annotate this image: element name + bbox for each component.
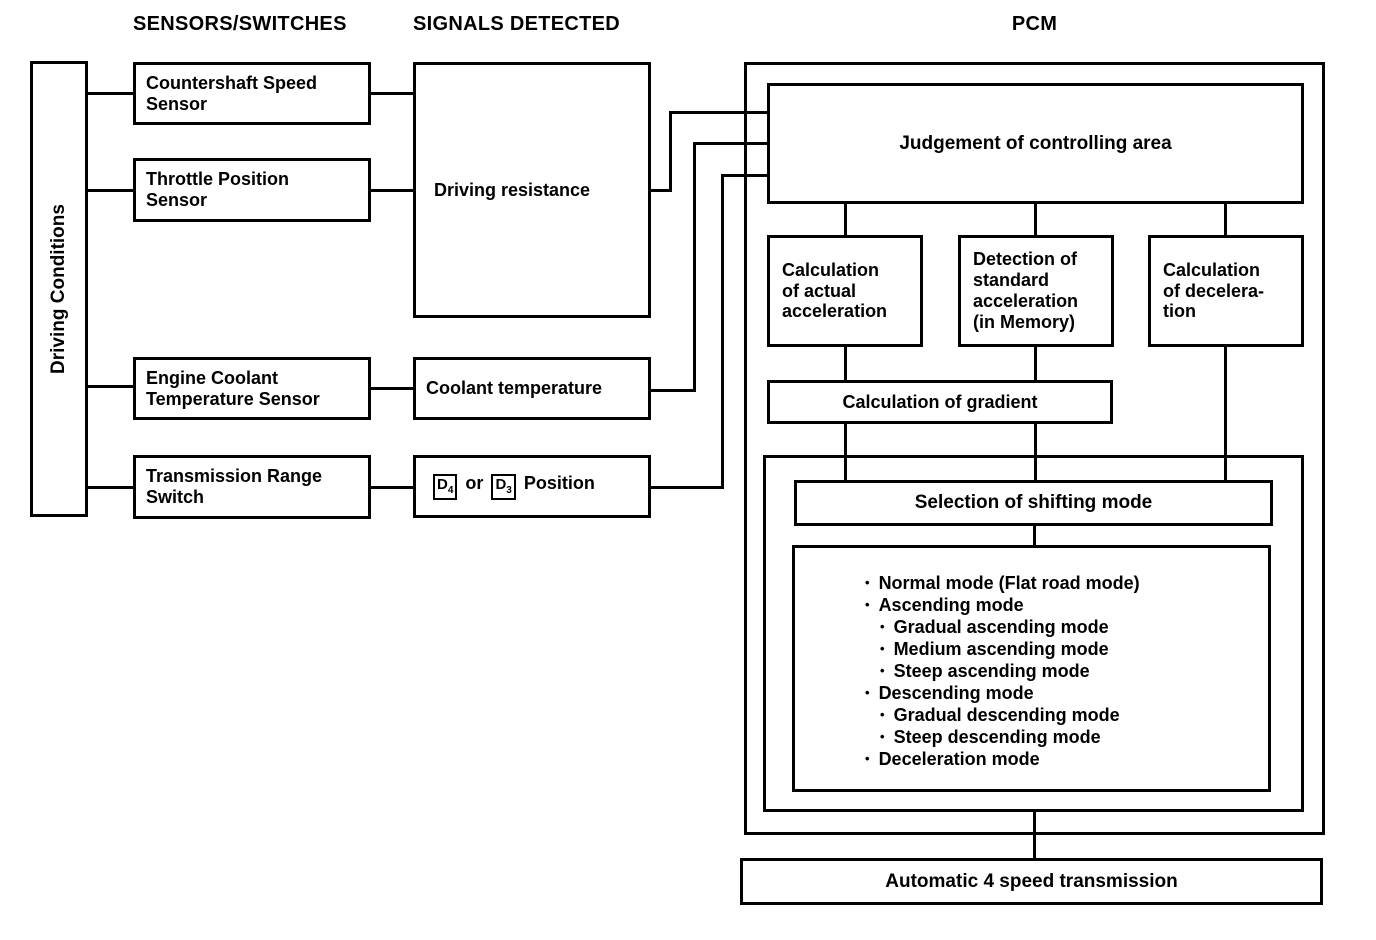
judgement-label: Judgement of controlling area [899,132,1172,154]
connector-line [721,174,724,489]
mode-item: Deceleration mode [865,748,1140,770]
connector-line [88,189,133,192]
connector-line [1033,526,1036,545]
mode-item: Steep ascending mode [880,660,1140,682]
connector-line [371,189,413,192]
automatic-transmission-box: Automatic 4 speed transmission [740,858,1323,905]
gear-position-box: D4 or D3 Position [413,455,651,518]
judgement-box: Judgement of controlling area [767,83,1304,204]
mode-item: Gradual descending mode [880,704,1140,726]
calc-gradient-label: Calculation of gradient [842,391,1038,412]
automatic-transmission-label: Automatic 4 speed transmission [885,870,1178,892]
connector-line [651,189,672,192]
calc-deceleration-label: Calculation of decelera- tion [1163,259,1265,322]
driving-conditions-box: Driving Conditions [30,61,88,517]
connector-line [1034,204,1037,235]
gear-position-label: D4 or D3 Position [430,473,595,500]
d4-indicator-icon: D4 [433,474,458,500]
connector-line [1033,812,1036,858]
connector-line [669,111,672,191]
throttle-position-sensor-box: Throttle Position Sensor [133,158,371,222]
position-word: Position [523,473,595,493]
driving-resistance-box: Driving resistance [413,62,651,318]
detection-standard-acceleration-label: Detection of standard acceleration (in M… [973,249,1079,332]
engine-coolant-temperature-sensor-box: Engine Coolant Temperature Sensor [133,357,371,420]
countershaft-speed-sensor-label: Countershaft Speed Sensor [146,72,318,114]
mode-item: Steep descending mode [880,726,1140,748]
connector-line [721,174,767,177]
calc-actual-acceleration-label: Calculation of actual acceleration [782,259,888,322]
pcm-column-header: PCM [1011,13,1058,35]
calc-actual-acceleration-box: Calculation of actual acceleration [767,235,923,347]
coolant-temperature-box: Coolant temperature [413,357,651,420]
coolant-temperature-label: Coolant temperature [426,378,603,398]
mode-item: Medium ascending mode [880,638,1140,660]
connector-line [844,347,847,380]
connector-line [669,111,767,114]
connector-line [1034,424,1037,480]
throttle-position-sensor-label: Throttle Position Sensor [146,169,289,210]
connector-line [1224,347,1227,480]
connector-line [844,424,847,480]
mode-item: Gradual ascending mode [880,616,1140,638]
d3-indicator-icon: D3 [491,474,516,500]
or-word: or [465,473,484,493]
transmission-range-switch-box: Transmission Range Switch [133,455,371,519]
mode-item: Ascending mode [865,594,1140,616]
mode-item: Normal mode (Flat road mode) [865,572,1140,594]
mode-item: Descending mode [865,682,1140,704]
connector-line [693,142,767,145]
modes-list-box: Normal mode (Flat road mode) Ascending m… [792,545,1271,792]
driving-resistance-label: Driving resistance [434,179,591,200]
connector-line [88,486,133,489]
connector-line [651,389,696,392]
calc-deceleration-box: Calculation of decelera- tion [1148,235,1304,347]
calc-gradient-box: Calculation of gradient [767,380,1113,424]
driving-conditions-label: Driving Conditions [48,204,69,374]
countershaft-speed-sensor-box: Countershaft Speed Sensor [133,62,371,125]
connector-line [1034,347,1037,380]
connector-line [844,204,847,235]
connector-line [693,142,696,392]
connector-line [88,385,133,388]
connector-line [371,387,413,390]
modes-list: Normal mode (Flat road mode) Ascending m… [795,548,1148,778]
connector-line [651,486,724,489]
connector-line [371,92,413,95]
connector-line [88,92,133,95]
selection-shifting-mode-box: Selection of shifting mode [794,480,1273,526]
connector-line [371,486,413,489]
transmission-range-switch-label: Transmission Range Switch [146,466,323,507]
sensors-column-header: SENSORS/SWITCHES [133,13,347,35]
engine-coolant-temperature-sensor-label: Engine Coolant Temperature Sensor [146,367,320,409]
detection-standard-acceleration-box: Detection of standard acceleration (in M… [958,235,1114,347]
selection-shifting-mode-label: Selection of shifting mode [914,492,1153,513]
connector-line [1224,204,1227,235]
signals-column-header: SIGNALS DETECTED [413,13,621,35]
